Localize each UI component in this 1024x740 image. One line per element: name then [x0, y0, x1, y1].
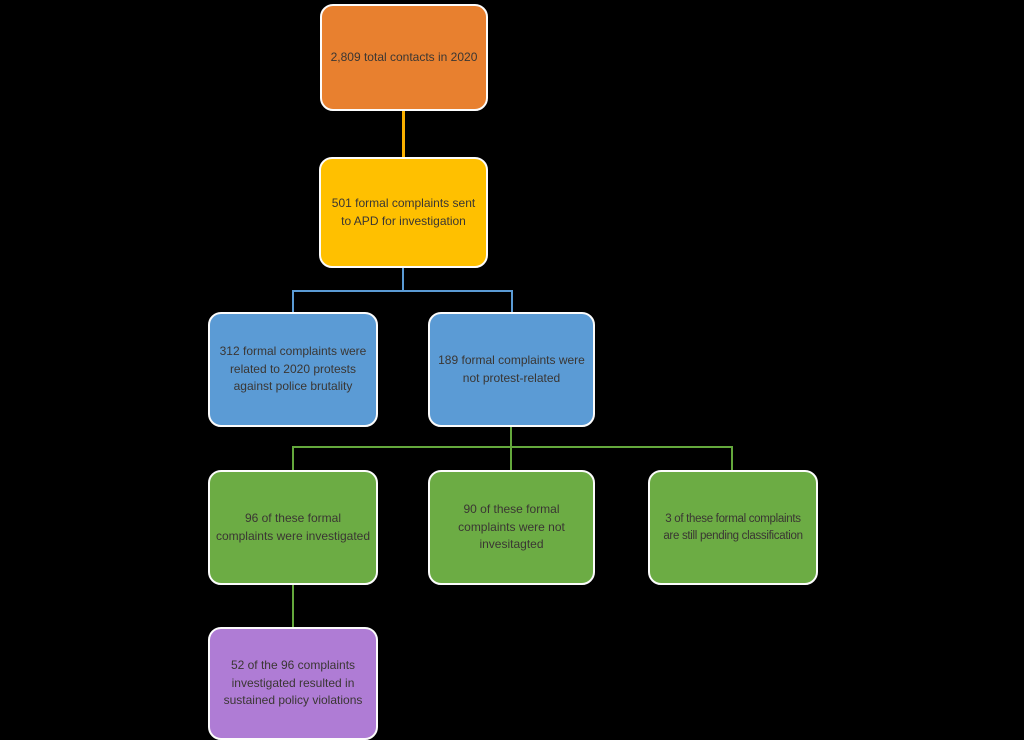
label-line: 96 of these formal: [244, 511, 342, 526]
connector-complaints-to-blue-stem: [402, 268, 404, 292]
connector-green-branch-right-drop: [731, 446, 733, 470]
label-line: investigated resulted in: [231, 675, 355, 690]
connector-green-branch-left-drop: [292, 446, 294, 470]
label-line: 189 formal complaints were: [438, 353, 585, 368]
node-pending-classification: 3 of these formal complaints are still p…: [648, 470, 818, 585]
connector-investigated-to-sustained: [292, 585, 294, 627]
node-not-investigated-label: 90 of these formal complaints were not i…: [458, 501, 565, 553]
connector-not-protest-to-green-stem: [510, 427, 512, 448]
label-line: against police brutality: [233, 379, 353, 394]
node-pending-classification-label: 3 of these formal complaints are still p…: [663, 511, 803, 544]
node-protest-related-label: 312 formal complaints were related to 20…: [220, 343, 367, 395]
node-sustained-violations-label: 52 of the 96 complaints investigated res…: [224, 657, 363, 709]
label-line: related to 2020 protests: [229, 361, 357, 376]
label-line: complaints were investigated: [215, 528, 371, 543]
connector-contacts-to-complaints: [402, 111, 405, 157]
node-not-investigated: 90 of these formal complaints were not i…: [428, 470, 595, 585]
connector-blue-branch-left-drop: [292, 290, 294, 312]
node-total-contacts: 2,809 total contacts in 2020: [320, 4, 488, 111]
node-formal-complaints-sent: 501 formal complaints sent to APD for in…: [319, 157, 488, 268]
label-line: 2,809 total contacts in 2020: [330, 49, 478, 64]
label-line: sustained policy violations: [223, 693, 363, 708]
node-not-protest-related-label: 189 formal complaints were not protest-r…: [438, 352, 585, 387]
node-investigated-label: 96 of these formal complaints were inves…: [216, 510, 370, 545]
node-sustained-violations: 52 of the 96 complaints investigated res…: [208, 627, 378, 740]
connector-blue-branch-horizontal: [292, 290, 513, 292]
connector-green-branch-middle-drop: [510, 446, 512, 470]
label-line: invesitagted: [479, 537, 544, 552]
label-line: 90 of these formal: [463, 502, 560, 517]
label-line: 3 of these formal complaints: [665, 512, 801, 525]
connector-green-branch-horizontal: [292, 446, 733, 448]
label-line: to APD for investigation: [341, 213, 466, 228]
node-total-contacts-label: 2,809 total contacts in 2020: [331, 49, 478, 66]
label-line: not protest-related: [462, 370, 561, 385]
label-line: 501 formal complaints sent: [331, 196, 476, 211]
connector-blue-branch-right-drop: [511, 290, 513, 312]
node-not-protest-related: 189 formal complaints were not protest-r…: [428, 312, 595, 427]
label-line: 312 formal complaints were: [219, 344, 367, 359]
label-line: 52 of the 96 complaints: [230, 658, 356, 673]
label-line: complaints were not: [458, 519, 565, 534]
node-protest-related: 312 formal complaints were related to 20…: [208, 312, 378, 427]
node-investigated: 96 of these formal complaints were inves…: [208, 470, 378, 585]
node-formal-complaints-sent-label: 501 formal complaints sent to APD for in…: [332, 195, 475, 230]
label-line: are still pending classification: [663, 529, 803, 542]
